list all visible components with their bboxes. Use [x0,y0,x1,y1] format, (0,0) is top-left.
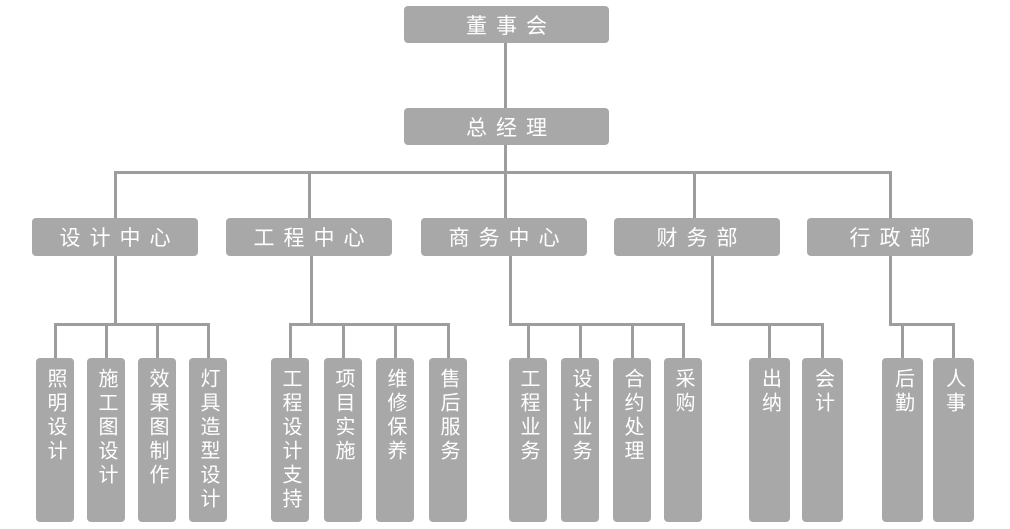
leaf-label: 工程业务 [517,368,539,464]
connector-line [394,325,397,358]
node-procurement: 采购 [664,358,702,522]
connector-line [509,256,512,326]
connector-line [114,171,117,218]
leaf-label: 会计 [811,368,834,416]
leaf-label: 人事 [942,368,965,416]
node-cashier: 出纳 [749,358,790,522]
node-engineering-design-support: 工程设计支持 [271,358,309,522]
connector-line [527,325,530,358]
node-admin-dept: 行政部 [807,218,973,256]
connector-line [289,325,292,358]
node-maintenance: 维修保养 [376,358,414,522]
node-engineering-business: 工程业务 [509,358,547,522]
connector-line [289,323,450,326]
node-accounting: 会计 [802,358,843,522]
leaf-label: 设计业务 [569,368,591,464]
connector-line [889,171,892,218]
node-contract-processing: 合约处理 [613,358,651,522]
connector-line [889,256,892,326]
connector-line [952,325,955,358]
node-construction-drawing-design: 施工图设计 [87,358,125,522]
connector-line [105,325,108,358]
connector-line [308,171,311,218]
connector-line [509,323,685,326]
node-board-of-directors: 董事会 [404,6,609,43]
connector-line [504,171,507,218]
leaf-label: 后勤 [891,368,914,416]
leaf-label: 项目实施 [332,368,354,464]
connector-line [768,325,771,358]
node-lamp-styling-design: 灯具造型设计 [189,358,227,522]
connector-line [447,325,450,358]
node-project-implementation: 项目实施 [324,358,362,522]
node-logistics: 后勤 [882,358,923,522]
node-after-sales-service: 售后服务 [429,358,467,522]
node-design-center: 设计中心 [32,218,198,256]
leaf-label: 合约处理 [621,368,643,464]
node-business-center: 商务中心 [421,218,587,256]
connector-line [114,256,117,326]
connector-line [504,43,507,108]
connector-line [682,325,685,358]
connector-line [504,145,507,174]
connector-line [693,171,696,218]
leaf-label: 照明设计 [44,368,66,464]
connector-line [711,323,824,326]
node-finance-dept: 财务部 [614,218,780,256]
connector-line [54,325,57,358]
connector-line [310,256,313,326]
leaf-label: 售后服务 [437,368,459,464]
node-general-manager: 总经理 [404,108,609,145]
connector-line [901,325,904,358]
connector-line [711,256,714,326]
connector-line [156,325,159,358]
leaf-label: 出纳 [758,368,781,416]
node-lighting-design: 照明设计 [36,358,74,522]
connector-line [821,325,824,358]
node-rendering-production: 效果图制作 [138,358,176,522]
leaf-label: 采购 [672,368,694,416]
connector-line [342,325,345,358]
leaf-label: 维修保养 [384,368,406,464]
connector-line [579,325,582,358]
leaf-label: 效果图制作 [146,368,168,488]
node-design-business: 设计业务 [561,358,599,522]
leaf-label: 工程设计支持 [279,368,301,512]
connector-line [207,325,210,358]
connector-line [889,323,955,326]
node-human-resources: 人事 [933,358,974,522]
node-engineering-center: 工程中心 [226,218,392,256]
connector-line [114,171,891,174]
connector-line [54,323,210,326]
leaf-label: 施工图设计 [95,368,117,488]
leaf-label: 灯具造型设计 [197,368,219,512]
connector-line [631,325,634,358]
